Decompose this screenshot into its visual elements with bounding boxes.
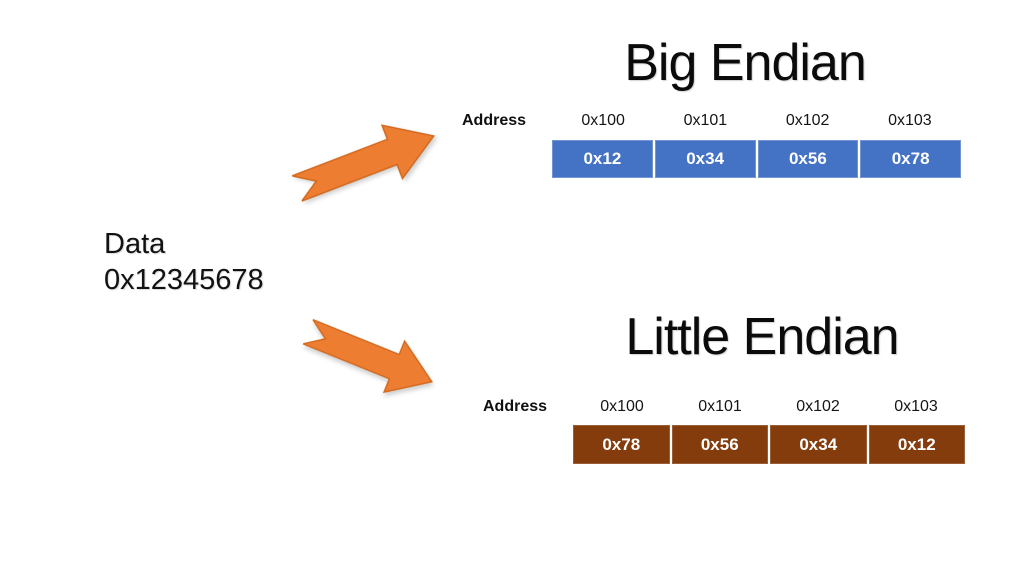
byte-cell: 0x12: [868, 425, 965, 464]
notched-arrow-shape: [289, 124, 435, 203]
big-endian-address-row: 0x100 0x101 0x102 0x103: [552, 112, 961, 130]
address-tick: 0x101: [698, 398, 742, 415]
byte-cell: 0x56: [757, 140, 859, 178]
little-endian-address-row: 0x100 0x101 0x102 0x103: [573, 398, 965, 416]
big-endian-title: Big Endian: [624, 34, 867, 92]
byte-cell: 0x34: [770, 425, 867, 464]
address-tick: 0x100: [581, 112, 625, 129]
address-tick: 0x102: [785, 112, 830, 129]
byte-cell: 0x78: [860, 140, 961, 178]
little-endian-byte-row: 0x78 0x56 0x34 0x12: [573, 425, 965, 464]
notched-arrow-shape: [300, 318, 434, 394]
arrow-down-right-icon: [297, 305, 444, 409]
address-tick: 0x101: [683, 112, 728, 129]
address-tick: 0x100: [600, 398, 644, 415]
arrow-up-right-icon: [286, 107, 446, 216]
byte-cell: 0x34: [654, 140, 756, 178]
big-endian-address-label: Address: [462, 112, 527, 129]
address-tick: 0x103: [894, 398, 938, 415]
address-tick: 0x103: [888, 112, 932, 129]
big-endian-byte-row: 0x12 0x34 0x56 0x78: [552, 140, 961, 178]
little-endian-address-label: Address: [483, 398, 548, 415]
data-hex-value: 0x12345678: [104, 264, 264, 296]
byte-cell: 0x12: [552, 140, 653, 178]
data-word: Data: [104, 228, 166, 260]
byte-cell: 0x56: [671, 425, 768, 464]
byte-cell: 0x78: [573, 425, 670, 464]
little-endian-title: Little Endian: [625, 308, 899, 366]
data-value-label: Data 0x12345678: [104, 226, 264, 298]
address-tick: 0x102: [796, 398, 840, 415]
